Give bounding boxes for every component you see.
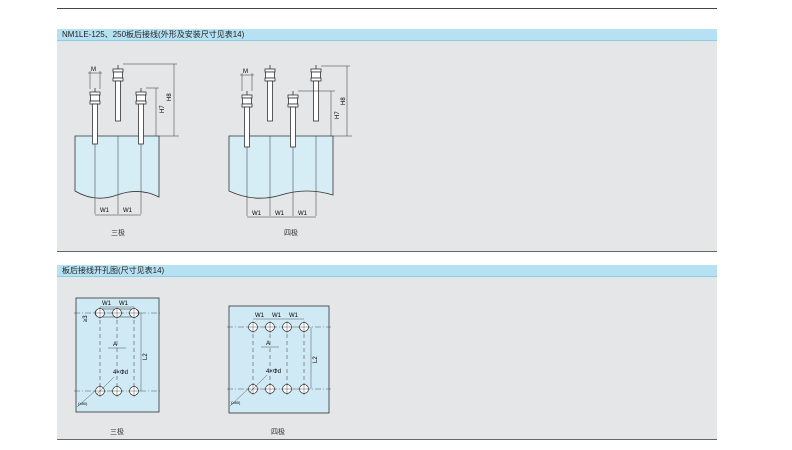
four-pole-cutout: W1 W1 W1 A L2 4×Φd (≥80) bbox=[227, 305, 331, 414]
dim-l2-label: L2 bbox=[143, 353, 149, 360]
four-pole-caption: 四极 bbox=[284, 230, 298, 237]
dim-a-label: A bbox=[113, 342, 117, 348]
three-pole-cutout: W1 W1 ≥3 A L2 4×Φd (≥80) bbox=[74, 297, 161, 413]
dim-r80-label: (≥80) bbox=[78, 401, 88, 406]
hole-count-label: 4×Φd bbox=[266, 369, 281, 375]
three-pole-front-view: M H7 H8 W1 W1 bbox=[74, 63, 179, 216]
four-pole-front-view: M H7 H8 W1 W1 W1 bbox=[228, 64, 352, 218]
dim-w1-label: W1 bbox=[100, 208, 110, 214]
dim-w1-label: W1 bbox=[123, 208, 133, 214]
dim-a-label: A bbox=[266, 341, 270, 347]
panel-cutout-panel: 板后接线开孔图(尺寸见表14) W1 W1 ≥3 A bbox=[57, 265, 717, 440]
dim-m-label: M bbox=[243, 69, 248, 75]
dim-h8-label: H8 bbox=[341, 97, 347, 105]
dim-h7-label: H7 bbox=[160, 105, 166, 113]
dim-r80-label: (≥80) bbox=[231, 400, 241, 405]
dim-w1-label: W1 bbox=[298, 211, 308, 217]
dim-w1-label: W1 bbox=[252, 211, 262, 217]
hole-count-label: 4×Φd bbox=[113, 370, 128, 376]
four-pole-caption: 四极 bbox=[271, 429, 285, 436]
three-pole-caption: 三极 bbox=[110, 429, 124, 436]
dim-min3-label: ≥3 bbox=[83, 315, 89, 322]
top-rule bbox=[57, 8, 717, 9]
dim-w1-label: W1 bbox=[255, 313, 265, 319]
dim-w1-label: W1 bbox=[275, 211, 285, 217]
rear-wiring-drawings: M H7 H8 W1 W1 bbox=[74, 63, 352, 218]
dim-w1-label: W1 bbox=[102, 301, 112, 307]
rear-wiring-panel: NM1LE-125、250板后接线(外形及安装尺寸见表14) M bbox=[57, 29, 717, 252]
panel-cutout-drawings: W1 W1 ≥3 A L2 4×Φd (≥80) W1 W1 W bbox=[74, 297, 331, 414]
dim-w1-label: W1 bbox=[272, 313, 282, 319]
dim-m-label: M bbox=[91, 67, 96, 73]
dim-h7-label: H7 bbox=[335, 111, 341, 119]
section-divider bbox=[57, 251, 717, 252]
panel-cutout-title: 板后接线开孔图(尺寸见表14) bbox=[57, 265, 717, 277]
section-divider bbox=[57, 439, 717, 440]
dim-w1-label: W1 bbox=[119, 301, 129, 307]
rear-wiring-title: NM1LE-125、250板后接线(外形及安装尺寸见表14) bbox=[57, 29, 717, 41]
dim-h8-label: H8 bbox=[167, 93, 173, 101]
dim-l2-label: L2 bbox=[313, 356, 319, 363]
dim-w1-label: W1 bbox=[289, 313, 299, 319]
three-pole-caption: 三极 bbox=[111, 230, 125, 237]
